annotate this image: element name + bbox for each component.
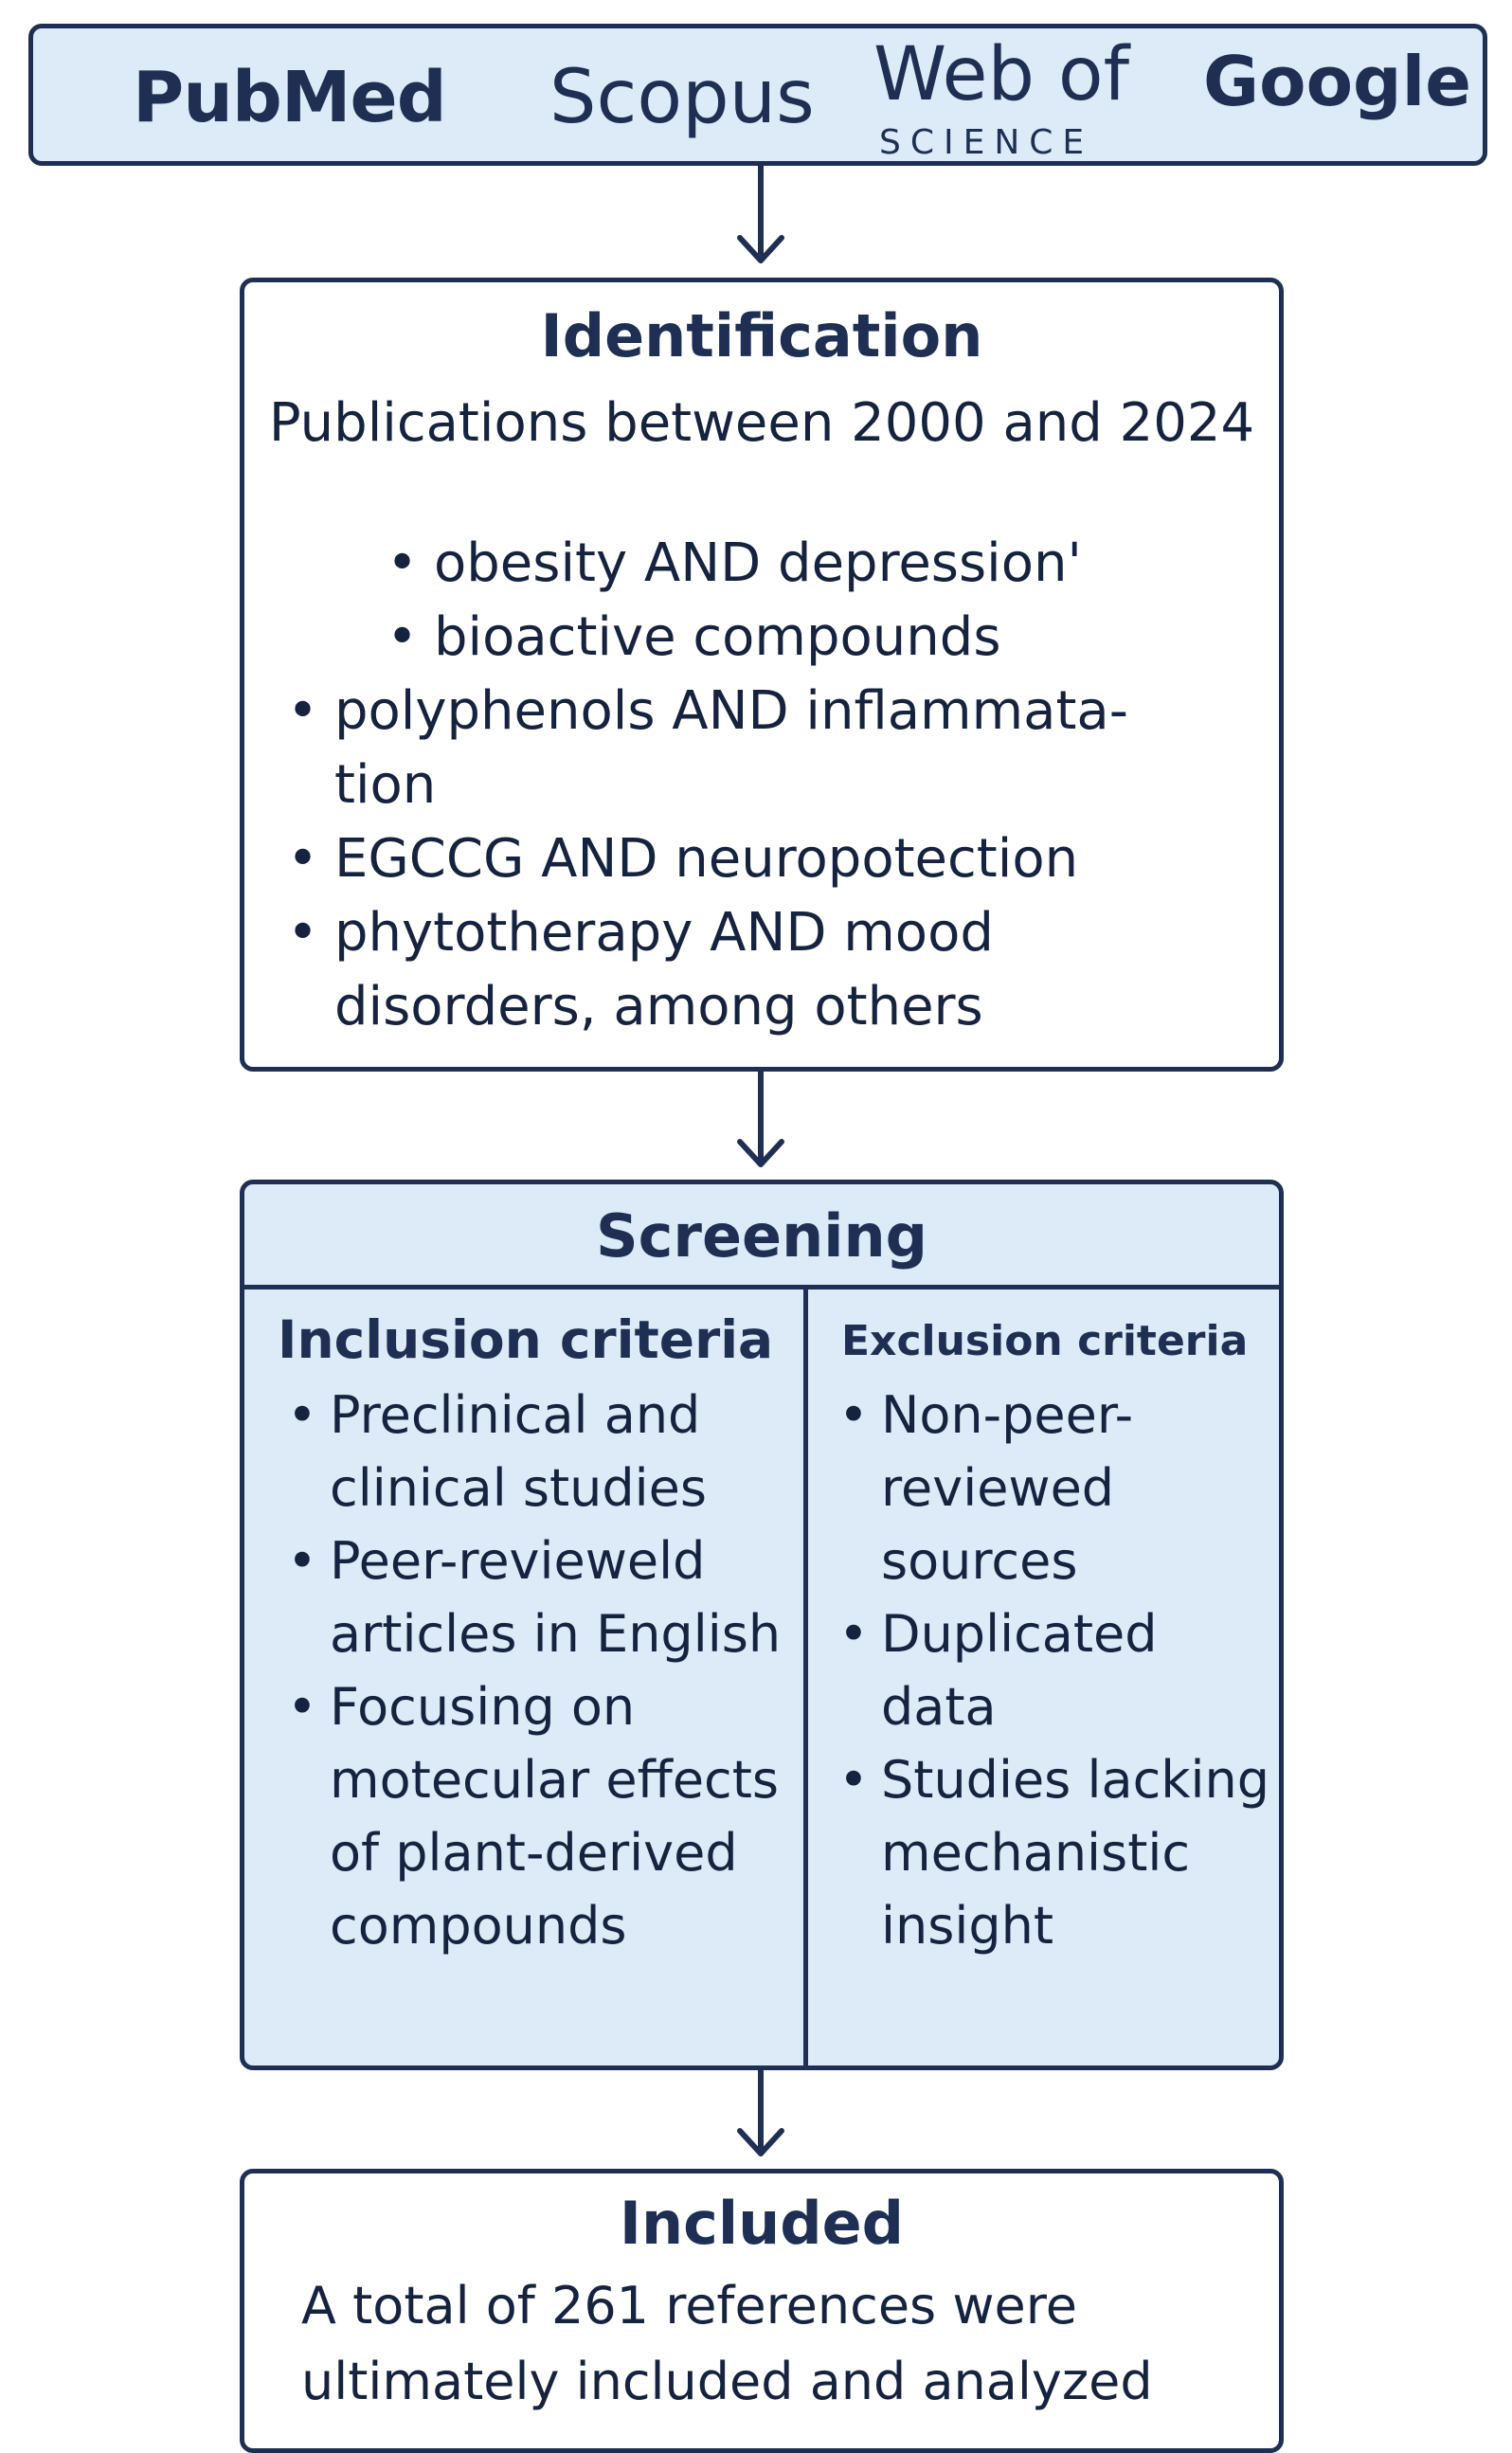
scopus-logo: Scopus — [549, 55, 815, 140]
databases-bar: PubMed Scopus Web of SCIENCE Google — [28, 24, 1487, 166]
list-item: •Peer-revieweld articles in English — [287, 1531, 782, 1664]
list-item: •Preclinical and clinical studies — [287, 1385, 708, 1518]
list-item: •Studies lacking mechanistic insight — [838, 1750, 1270, 1956]
pubmed-logo: PubMed — [133, 57, 447, 138]
identification-title: Identification — [540, 301, 983, 370]
arrow-down-icon — [737, 2070, 784, 2156]
inclusion-criteria-list: •Preclinical and clinical studies •Peer-… — [287, 1379, 799, 1962]
search-term: •phytotherapy AND mood disorders, among … — [287, 902, 994, 1037]
web-of-science-logo: Web of — [873, 32, 1130, 117]
divider — [803, 1285, 808, 2065]
arrow-down-icon — [737, 166, 784, 263]
included-box: Included A total of 261 references were … — [240, 2169, 1284, 2453]
divider — [244, 1285, 1279, 1290]
identification-intro: Publications between 2000 and 2024 — [268, 392, 1255, 454]
screening-title: Screening — [596, 1201, 927, 1271]
web-of-science-subtitle: SCIENCE — [879, 123, 1094, 162]
list-item: •Duplicated data — [838, 1604, 1158, 1737]
inclusion-criteria-heading: Inclusion criteria — [278, 1309, 774, 1370]
google-logo: Google — [1203, 42, 1472, 121]
search-term: •polyphenols AND inflammata-tion — [287, 680, 1128, 816]
screening-box: Screening Inclusion criteria •Preclinica… — [240, 1180, 1284, 2070]
list-item: •Focusing on motecular effects of plant-… — [287, 1677, 780, 1956]
included-text: A total of 261 references were ultimatel… — [301, 2276, 1153, 2411]
exclusion-criteria-heading: Exclusion criteria — [841, 1317, 1249, 1365]
search-term: •bioactive compounds — [387, 606, 1001, 668]
search-term: •obesity AND depression' — [387, 532, 1082, 594]
search-term: •EGCCG AND neuropotection — [287, 828, 1079, 890]
exclusion-criteria-list: •Non-peer-reviewed sources •Duplicated d… — [838, 1379, 1274, 1962]
list-item: •Non-peer-reviewed sources — [838, 1385, 1134, 1591]
identification-box: Identification Publications between 2000… — [240, 278, 1284, 1072]
included-title: Included — [619, 2189, 905, 2258]
arrow-down-icon — [737, 1072, 784, 1167]
